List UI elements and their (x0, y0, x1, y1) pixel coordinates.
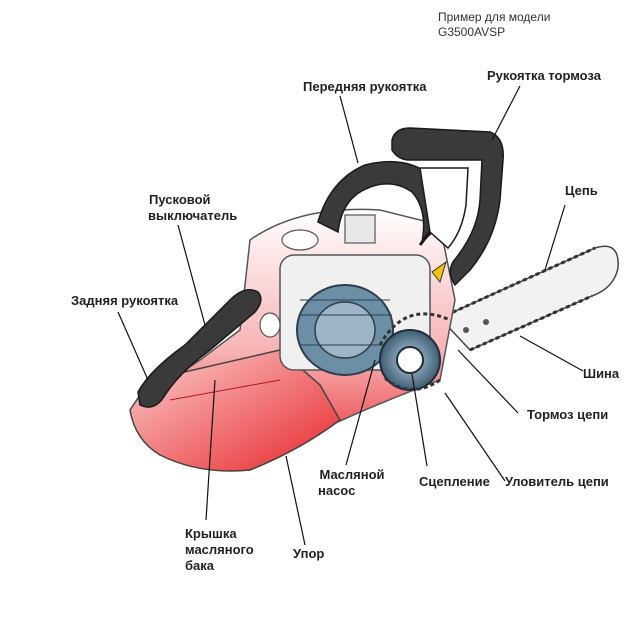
rear-handle-shape (137, 289, 262, 408)
brake-handle-shape (391, 127, 504, 287)
label-chain-brake: Тормоз цепи (527, 407, 609, 422)
label-oil-cap-line-2: масляного (185, 542, 254, 557)
label-front-handle: Передняя рукоятка (303, 79, 427, 94)
label-bumper: Упор (293, 546, 325, 561)
label-chain-catcher: Уловитель цепи (505, 474, 609, 489)
label-oil-pump-line-2: насос (318, 483, 356, 498)
guide-bar (438, 245, 619, 352)
label-oil-cap-line-3: бака (185, 558, 214, 573)
label-start-switch-line-1: Пусковой (149, 192, 211, 207)
label-start-switch-line-2: выключатель (148, 208, 238, 223)
label-rear-handle: Задняя рукоятка (71, 293, 179, 308)
model-note-line-2: G3500AVSP (438, 25, 506, 39)
label-oil-pump: Масляной насос (317, 467, 387, 499)
model-note-line-1: Пример для модели (438, 10, 551, 24)
label-oil-cap-line-1: Крышка (185, 526, 237, 541)
label-oil-cap: Крышка масляного бака (185, 526, 254, 574)
leader-lines (117, 85, 584, 546)
label-oil-pump-line-1: Масляной (319, 467, 385, 482)
label-chain: Цепь (565, 183, 598, 198)
label-start-switch: Пусковой выключатель (148, 192, 237, 224)
clutch-drum (378, 312, 451, 391)
model-note: Пример для модели G3500AVSP (438, 10, 550, 40)
label-bar: Шина (583, 366, 620, 381)
label-brake-handle: Рукоятка тормоза (487, 68, 601, 83)
label-clutch: Сцепление (419, 474, 490, 489)
